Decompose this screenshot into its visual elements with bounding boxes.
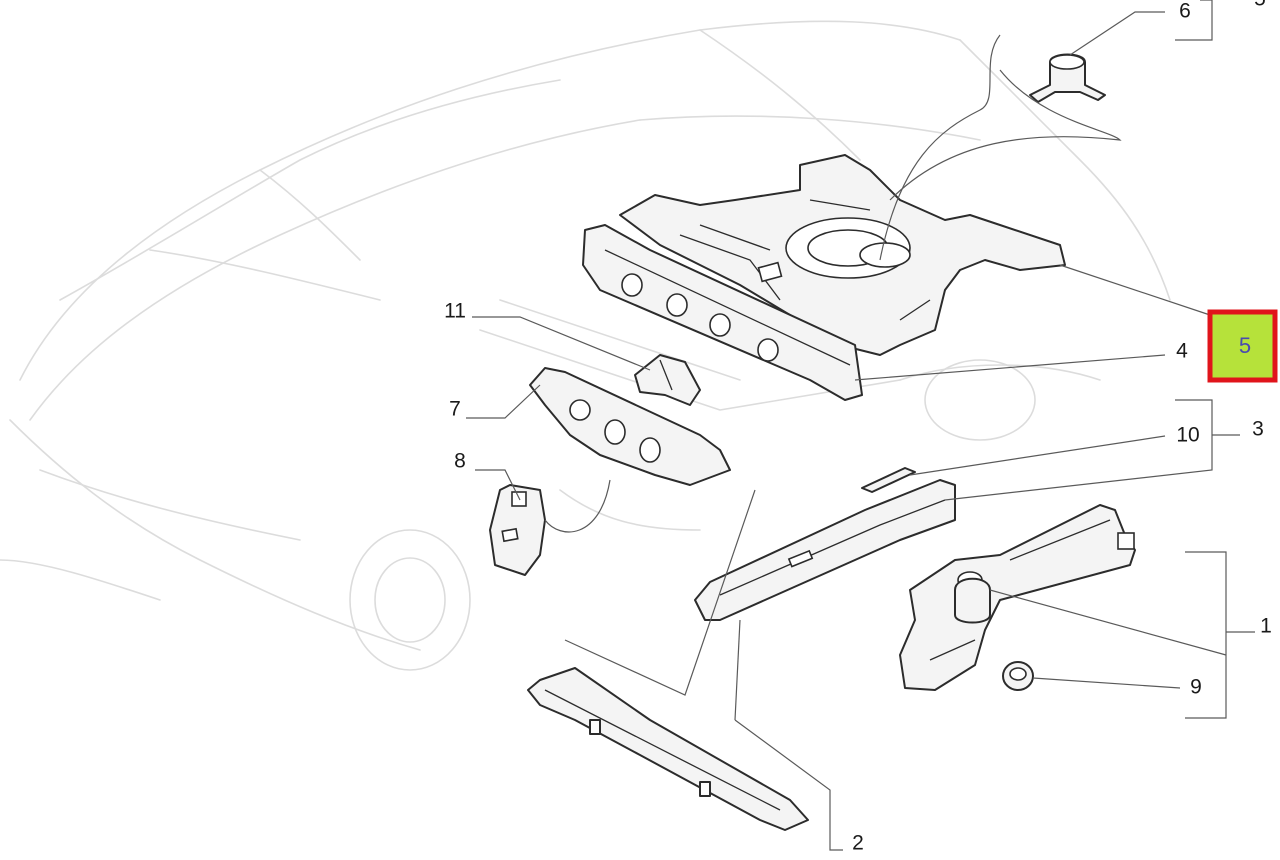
- part-2-sill-panel: [527, 667, 809, 831]
- part-6-bracket: [1029, 53, 1106, 103]
- part-9-bushing: [1002, 661, 1034, 691]
- callout-2: 2: [852, 832, 864, 855]
- callout-8: 8: [454, 450, 466, 473]
- callout-10: 10: [1176, 424, 1199, 447]
- callout-5-top: 5: [1254, 0, 1266, 11]
- highlight-box[interactable]: [1207, 309, 1278, 383]
- callout-1: 1: [1260, 615, 1272, 638]
- callout-11: 11: [444, 300, 466, 323]
- part-1-front-rail-assembly: [899, 504, 1136, 691]
- callout-3: 3: [1252, 418, 1264, 441]
- part-8-bracket: [489, 484, 546, 576]
- highlight-label: 5: [1239, 333, 1251, 358]
- callout-4: 4: [1176, 340, 1188, 363]
- car-body-ghost-outline: [0, 20, 1171, 671]
- part-10-clip: [861, 467, 916, 493]
- callout-6: 6: [1179, 0, 1191, 23]
- part-7-seat-cross-member: [529, 367, 731, 486]
- highlight-callout-5[interactable]: 5: [1207, 309, 1278, 383]
- leader-lines: [466, 0, 1255, 851]
- part-11-bracket: [634, 354, 701, 406]
- callout-9: 9: [1190, 676, 1202, 699]
- part-5-floor-pan: [619, 154, 1066, 356]
- part-4-cross-member: [582, 224, 863, 401]
- callout-labels: 6 4 11 7 8 10 3 1 9 2 5: [444, 0, 1272, 855]
- part-3-longitudinal-rail: [694, 479, 956, 621]
- callout-7: 7: [449, 398, 461, 421]
